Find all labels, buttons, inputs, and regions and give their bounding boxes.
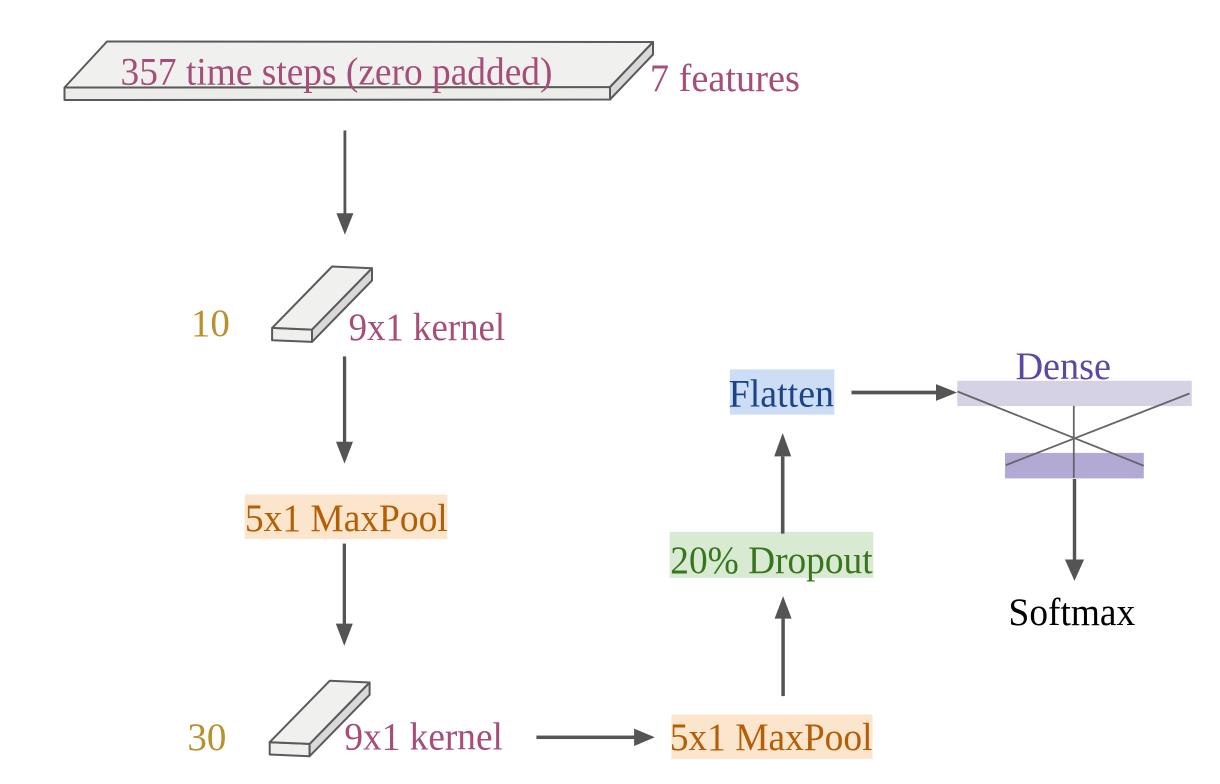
svg-text:10: 10 (191, 302, 230, 345)
svg-text:30: 30 (187, 716, 226, 759)
svg-text:5x1 MaxPool: 5x1 MaxPool (245, 497, 448, 540)
svg-text:Flatten: Flatten (729, 373, 834, 416)
svg-text:9x1 kernel: 9x1 kernel (344, 716, 503, 759)
svg-text:9x1 kernel: 9x1 kernel (349, 306, 506, 349)
svg-text:Dense: Dense (1015, 345, 1111, 388)
svg-text:5x1 MaxPool: 5x1 MaxPool (670, 716, 873, 759)
svg-text:357 time steps (zero padded): 357 time steps (zero padded) (121, 51, 553, 94)
svg-text:7 features: 7 features (650, 57, 800, 100)
svg-text:Softmax: Softmax (1009, 591, 1136, 634)
svg-text:20% Dropout: 20% Dropout (670, 539, 872, 582)
